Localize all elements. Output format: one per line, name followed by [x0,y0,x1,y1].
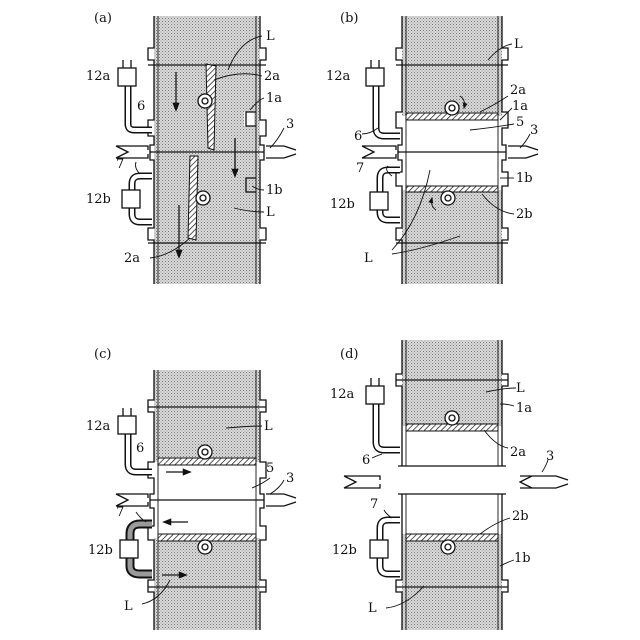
panel-a-label-12b: 12b [86,192,111,207]
panel-b-label: (b) [340,11,358,26]
panel-a-label-6: 6 [137,99,145,114]
panel-a-pump-12b [122,190,140,208]
panel-a-label-1a: 1a [266,91,282,106]
panel-b-label-1b: 1b [516,171,533,186]
panel-d-label-12b: 12b [332,543,357,558]
panel-b-valve-2b [406,186,498,192]
panel-b-L-bottom: L [364,251,373,266]
panel-d-label-1a: 1a [516,401,532,416]
panel-b: (b) [326,11,538,284]
panel-d-valve-2b [406,534,498,541]
panel-a-label: (a) [94,11,112,26]
panel-d-label-2b: 2b [512,509,529,524]
panel-d-label-6: 6 [362,453,370,468]
panel-d-nozzle-left [344,476,380,488]
panel-c-label-12b: 12b [88,543,113,558]
panel-d: (d) [330,340,568,630]
panel-c-label-7: 7 [116,505,124,520]
panel-a-label-2a-bottom: 2a [124,251,140,266]
panel-c-label-3: 3 [286,471,294,486]
panel-d-nozzle-right [520,476,568,488]
panel-a-label-12a: 12a [86,69,111,84]
panel-c-label-5: 5 [266,461,274,476]
panel-d-label-3: 3 [546,449,554,464]
panel-d-label-2a: 2a [510,445,526,460]
panel-a-pump-12a [118,68,136,86]
panel-a-left-wall [148,16,154,284]
panel-b-label-12a: 12a [326,69,351,84]
panel-a-label-1b: 1b [266,183,283,198]
panel-a: (a) [86,11,296,284]
panel-b-L-top: L [514,37,523,52]
panel-d-label-12a: 12a [330,387,355,402]
panel-b-label-2a: 2a [510,83,526,98]
panel-c-label-12a: 12a [86,419,111,434]
panel-b-label-7: 7 [356,161,364,176]
panel-c-L-top: L [264,419,273,434]
panel-b-label-12b: 12b [330,197,355,212]
panel-a-right-wall [260,16,266,284]
panel-a-label-2a-top: 2a [264,69,280,84]
panel-c-L-bottom: L [124,599,133,614]
panel-a-label-3: 3 [286,117,294,132]
panel-c-label: (c) [94,347,111,362]
panel-d-L-bottom: L [368,601,377,616]
panel-d-L-top: L [516,381,525,396]
panel-d-label-7: 7 [370,497,378,512]
panel-d-label-1b: 1b [514,551,531,566]
panel-a-L-top: L [266,29,275,44]
panel-c-label-6: 6 [136,441,144,456]
panel-a-label-7: 7 [116,157,124,172]
panel-b-label-5: 5 [516,115,524,130]
panel-b-label-3: 3 [530,123,538,138]
panel-d-label: (d) [340,347,358,362]
panel-a-liquid [154,16,260,284]
panel-b-label-1a: 1a [512,99,528,114]
panel-b-label-6: 6 [354,129,362,144]
panel-b-label-2b: 2b [516,207,533,222]
panel-c: (c) [86,347,296,630]
panel-a-L-mid: L [266,205,275,220]
